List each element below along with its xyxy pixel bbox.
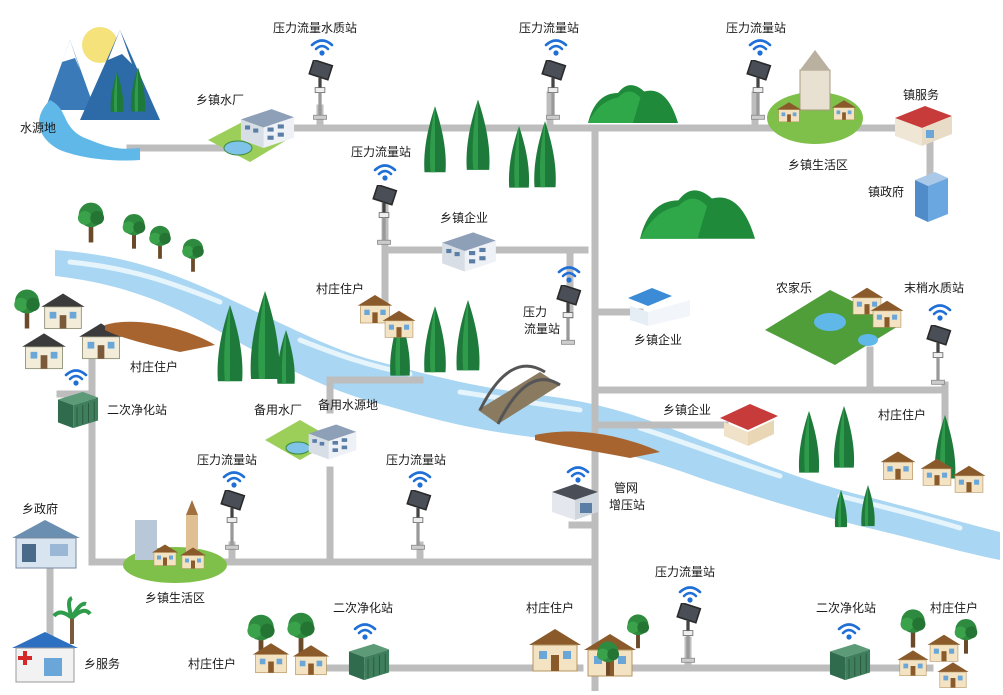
palm-tree-icon [52, 596, 92, 644]
label-village-left: 村庄住户 [130, 360, 179, 374]
solar-station-icon [555, 285, 582, 345]
enterprise-building-icon [442, 232, 496, 272]
riverbank [105, 321, 215, 352]
town-living-icon [767, 50, 863, 144]
wifi-signal-icon [408, 471, 432, 488]
label-village-mid: 村庄住户 [316, 282, 365, 296]
wifi-signal-icon [222, 471, 246, 488]
booster-station-icon [552, 484, 598, 520]
label-station-pf-mid-right-1: 压力 [522, 305, 548, 319]
label-town-living-top: 乡镇生活区 [788, 158, 849, 172]
wifi-signal-icon [928, 304, 952, 321]
label-secondary-purify-bottom-mid: 二次净化站 [333, 601, 394, 615]
label-village-bottom-left: 村庄住户 [188, 657, 237, 671]
wifi-signal-icon [678, 586, 702, 603]
label-backup-source: 备用水源地 [318, 398, 379, 412]
village-icon [528, 614, 650, 677]
label-town-gov: 镇政府 [868, 185, 905, 199]
wifi-signal-icon [64, 369, 88, 386]
label-water-source: 水源地 [20, 121, 57, 135]
label-township-gov: 乡政府 [22, 502, 59, 516]
town-living-icon [123, 500, 227, 583]
solar-station-icon [307, 60, 334, 120]
solar-station-icon [540, 60, 567, 120]
wifi-signal-icon [353, 623, 377, 640]
label-township-service: 乡服务 [84, 657, 121, 671]
wifi-signal-icon [373, 164, 397, 181]
wifi-signal-icon [748, 39, 772, 56]
township-gov-icon [12, 520, 80, 569]
label-station-pfq: 压力流量水质站 [273, 21, 358, 35]
label-township-living: 乡镇生活区 [145, 591, 206, 605]
label-secondary-purify-left: 二次净化站 [107, 403, 168, 417]
wifi-signal-icon [837, 623, 861, 640]
hill-icon [640, 190, 755, 239]
village-icon [897, 609, 978, 688]
solar-station-icon [371, 185, 398, 245]
hill-icon [588, 85, 678, 123]
label-station-pf-mid-left: 压力流量站 [351, 145, 412, 159]
label-booster-1: 管网 [614, 481, 639, 495]
label-farm-stay: 农家乐 [776, 281, 813, 295]
tree-icon [424, 99, 556, 188]
label-enterprise-lower: 乡镇企业 [663, 403, 712, 417]
solar-station-icon [219, 490, 246, 550]
label-station-pf-lower-left: 压力流量站 [197, 453, 258, 467]
wifi-signal-icon [544, 39, 568, 56]
label-station-pf-top-mid: 压力流量站 [519, 21, 580, 35]
label-enterprise-mid: 乡镇企业 [634, 333, 683, 347]
water-plant-icon [208, 109, 295, 162]
riverbank [535, 431, 660, 458]
label-water-plant: 乡镇水厂 [196, 93, 245, 107]
label-station-pf-lower-mid: 压力流量站 [386, 453, 447, 467]
container-station-icon [829, 643, 871, 681]
wifi-signal-icon [310, 39, 334, 56]
label-town-service: 镇服务 [903, 88, 940, 102]
label-station-pf-mid-right-2: 流量站 [523, 322, 561, 336]
solar-station-icon [925, 325, 952, 385]
enterprise-building-icon [720, 404, 778, 446]
label-station-pf-top-right: 压力流量站 [726, 21, 787, 35]
label-secondary-purify-bottom-right: 二次净化站 [816, 601, 877, 615]
town-service-icon [895, 106, 952, 146]
label-tail-quality-station: 末梢水质站 [904, 281, 965, 295]
container-station-icon [348, 643, 390, 681]
village-icon [247, 612, 330, 676]
farm-stay-icon [765, 287, 904, 365]
solar-station-icon [675, 603, 702, 663]
enterprise-building-icon [628, 288, 690, 326]
wifi-signal-icon [566, 466, 590, 483]
mountain-icon [39, 27, 160, 161]
solar-station-icon [745, 60, 772, 120]
label-station-pf-bottom: 压力流量站 [655, 565, 716, 579]
label-village-bottom-mid: 村庄住户 [526, 601, 575, 615]
water-plant-icon [265, 420, 357, 460]
solar-station-icon [405, 490, 432, 550]
label-backup-plant: 备用水厂 [254, 403, 303, 417]
label-enterprise-top: 乡镇企业 [440, 211, 489, 225]
label-village-right: 村庄住户 [878, 408, 927, 422]
office-building-icon [915, 172, 948, 222]
label-booster-2: 增压站 [609, 498, 646, 512]
hospital-icon [12, 632, 78, 683]
bridge-icon [478, 364, 561, 425]
label-village-bottom-right: 村庄住户 [930, 601, 979, 615]
